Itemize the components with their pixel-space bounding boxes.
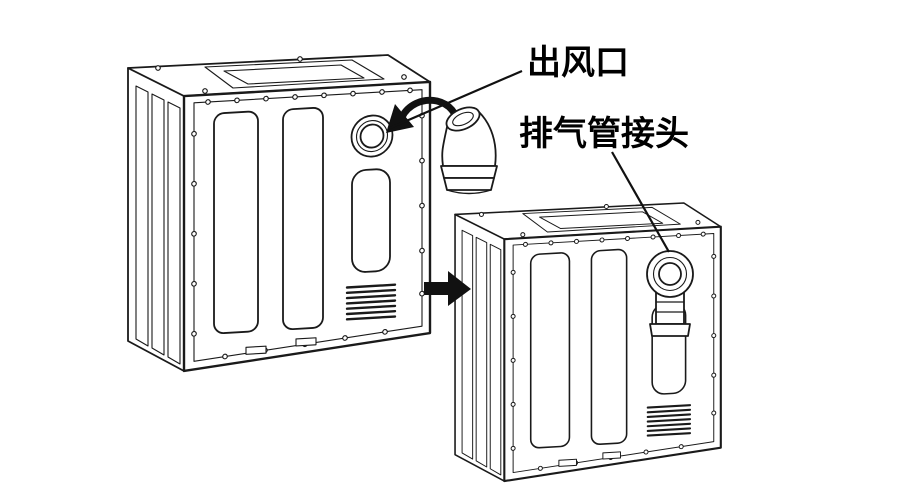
label-air-outlet: 出风口 [527,43,629,83]
elbow-connector-attached [646,250,694,337]
elbow-connector-loose [440,106,498,195]
leader-line-exhaust-connector [611,151,670,253]
leader-line-air-outlet [389,69,523,130]
right-machine [455,203,721,481]
label-exhaust-connector: 排气管接头 [519,114,689,154]
step-arrow-icon [424,271,471,306]
left-machine [128,55,430,371]
